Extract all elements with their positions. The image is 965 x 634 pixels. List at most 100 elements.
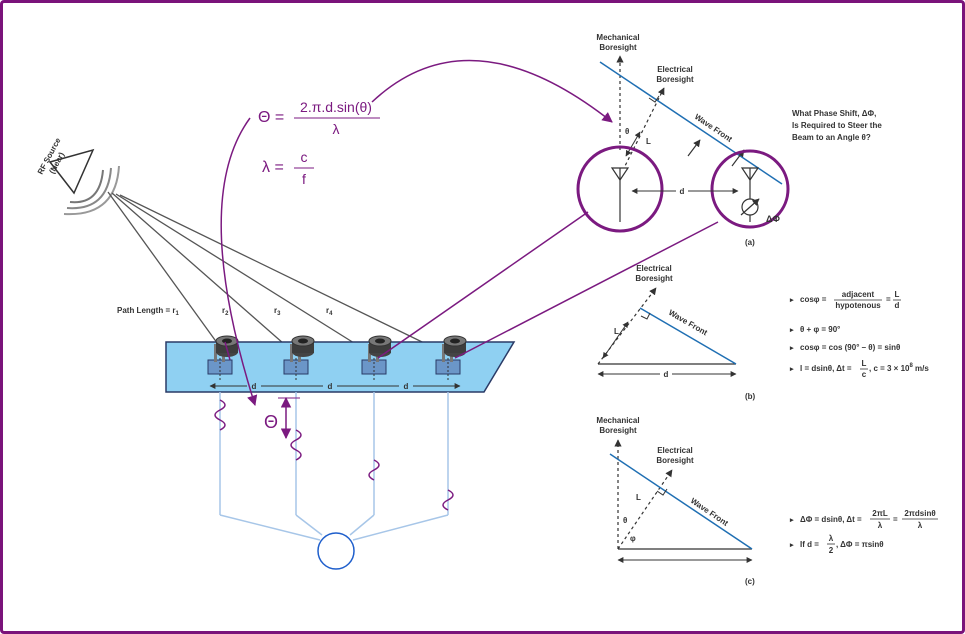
caption-b: (b) [745, 392, 756, 401]
L-label: L [614, 327, 619, 336]
delta-phi-label: ΔΦ [766, 214, 780, 224]
formula-to-theta-curve [220, 117, 258, 407]
spacing-d-label: d [404, 382, 409, 391]
L-label: L [646, 137, 651, 146]
svg-text:λ: λ [829, 534, 834, 543]
formula-to-panel-curve [371, 59, 613, 123]
right-angle-mark [656, 488, 668, 496]
spacing-d-label: d [252, 382, 257, 391]
svg-text:λ: λ [918, 521, 923, 530]
svg-text:d: d [895, 301, 900, 310]
svg-text:2.π.d.sin(θ): 2.π.d.sin(θ) [300, 99, 372, 115]
wave-front-line [639, 307, 737, 365]
svg-text:, ΔΦ = πsinθ: , ΔΦ = πsinθ [836, 540, 884, 549]
wave-front-label: Wave Front [667, 308, 709, 338]
electrical-boresight-arrow [617, 469, 673, 550]
svg-text:cosφ =: cosφ = [800, 295, 827, 304]
svg-text:2: 2 [829, 546, 834, 555]
radiation-arc-icon [69, 169, 104, 204]
feed-network [219, 392, 449, 541]
zoom-line [454, 221, 719, 359]
svg-text:L: L [862, 359, 867, 368]
theta-formula: Θ = 2.π.d.sin(θ) λ [258, 99, 380, 137]
svg-text:▸: ▸ [789, 542, 794, 549]
eq-delta-phi: ▸ ΔΦ = dsinθ, Δt = 2πL λ = 2πdsinθ λ [789, 509, 938, 530]
signal-wave-icon [442, 489, 454, 511]
svg-text:adjacent: adjacent [842, 290, 875, 299]
svg-text:cosφ = cos (90° – θ) = sinθ: cosφ = cos (90° – θ) = sinθ [800, 343, 900, 352]
signal-wave-icon [368, 459, 380, 481]
svg-text:λ: λ [878, 521, 883, 530]
path-length-label: Path Length = r1 [117, 306, 179, 317]
svg-text:θ + φ = 90°: θ + φ = 90° [800, 325, 840, 334]
svg-text:2πL: 2πL [872, 509, 888, 518]
phase-question: What Phase Shift, ΔΦ,Is Required to Stee… [792, 109, 882, 142]
svg-text:hypotenous: hypotenous [835, 301, 881, 310]
spacing-d-label: d [328, 382, 333, 391]
svg-text:=: = [886, 295, 891, 304]
phi-label: φ [630, 534, 636, 543]
theta-label: θ [623, 516, 627, 525]
antenna-element [435, 335, 467, 380]
svg-text:If d =: If d = [800, 540, 819, 549]
caption-a: (a) [745, 238, 755, 247]
antenna-element [361, 335, 392, 380]
theta-phase-label: Θ [264, 412, 278, 432]
svg-text:λ =: λ = [262, 159, 284, 176]
path-rays [107, 191, 456, 359]
d-label: d [664, 370, 669, 379]
path-L-arrow [602, 321, 629, 359]
eq-cos-identity: ▸ cosφ = cos (90° – θ) = sinθ [789, 343, 900, 352]
svg-text:λ: λ [333, 121, 340, 137]
purple-connectors [220, 59, 719, 407]
right-angle-mark [640, 312, 651, 320]
svg-text:c: c [862, 370, 867, 379]
electrical-boresight-arrow [619, 87, 665, 177]
svg-text:L: L [895, 290, 900, 299]
right-angle-mark [648, 95, 660, 103]
svg-text:▸: ▸ [789, 345, 794, 352]
ray-r4 [119, 194, 456, 359]
svg-text:2πdsinθ: 2πdsinθ [904, 509, 935, 518]
svg-text:▸: ▸ [789, 517, 794, 524]
zoom-line [377, 211, 589, 359]
propagation-arrow [687, 139, 701, 157]
r2-label: r2 [222, 306, 229, 317]
wave-front-line [599, 61, 783, 185]
wave-front-label: Wave Front [689, 496, 730, 528]
theta-label: θ [625, 127, 629, 136]
svg-text:ΔΦ = dsinθ, Δt =: ΔΦ = dsinθ, Δt = [800, 515, 862, 524]
svg-text:▸: ▸ [789, 327, 794, 334]
electrical-boresight-arrow [597, 287, 657, 365]
path-L-arrow [625, 131, 641, 157]
rf-source: RF Source(Near) [36, 136, 120, 216]
caption-c: (c) [745, 577, 755, 586]
svg-text:f: f [302, 171, 306, 187]
antenna-board: d d d [165, 341, 516, 393]
phase-shifter-icon [740, 198, 760, 216]
antenna-element [283, 335, 315, 380]
d-label: d [680, 187, 685, 196]
ray-r1 [107, 191, 229, 359]
eq-theta-phi: ▸ θ + φ = 90° [789, 325, 840, 334]
eq-cos-phi: ▸ cosφ = adjacent hypotenous = L d [789, 290, 901, 310]
ray-r2 [111, 192, 301, 359]
rf-source-horn-icon [48, 148, 95, 195]
antenna-symbol-icon [610, 167, 630, 222]
svg-text:▸: ▸ [789, 366, 794, 373]
lambda-formula: λ = c f [262, 149, 314, 187]
signal-waves [214, 399, 454, 511]
r4-label: r4 [326, 306, 333, 317]
svg-text:=: = [893, 515, 898, 524]
svg-text:l = dsinθ, Δt =: l = dsinθ, Δt = [800, 364, 852, 373]
combiner-node [317, 532, 355, 570]
